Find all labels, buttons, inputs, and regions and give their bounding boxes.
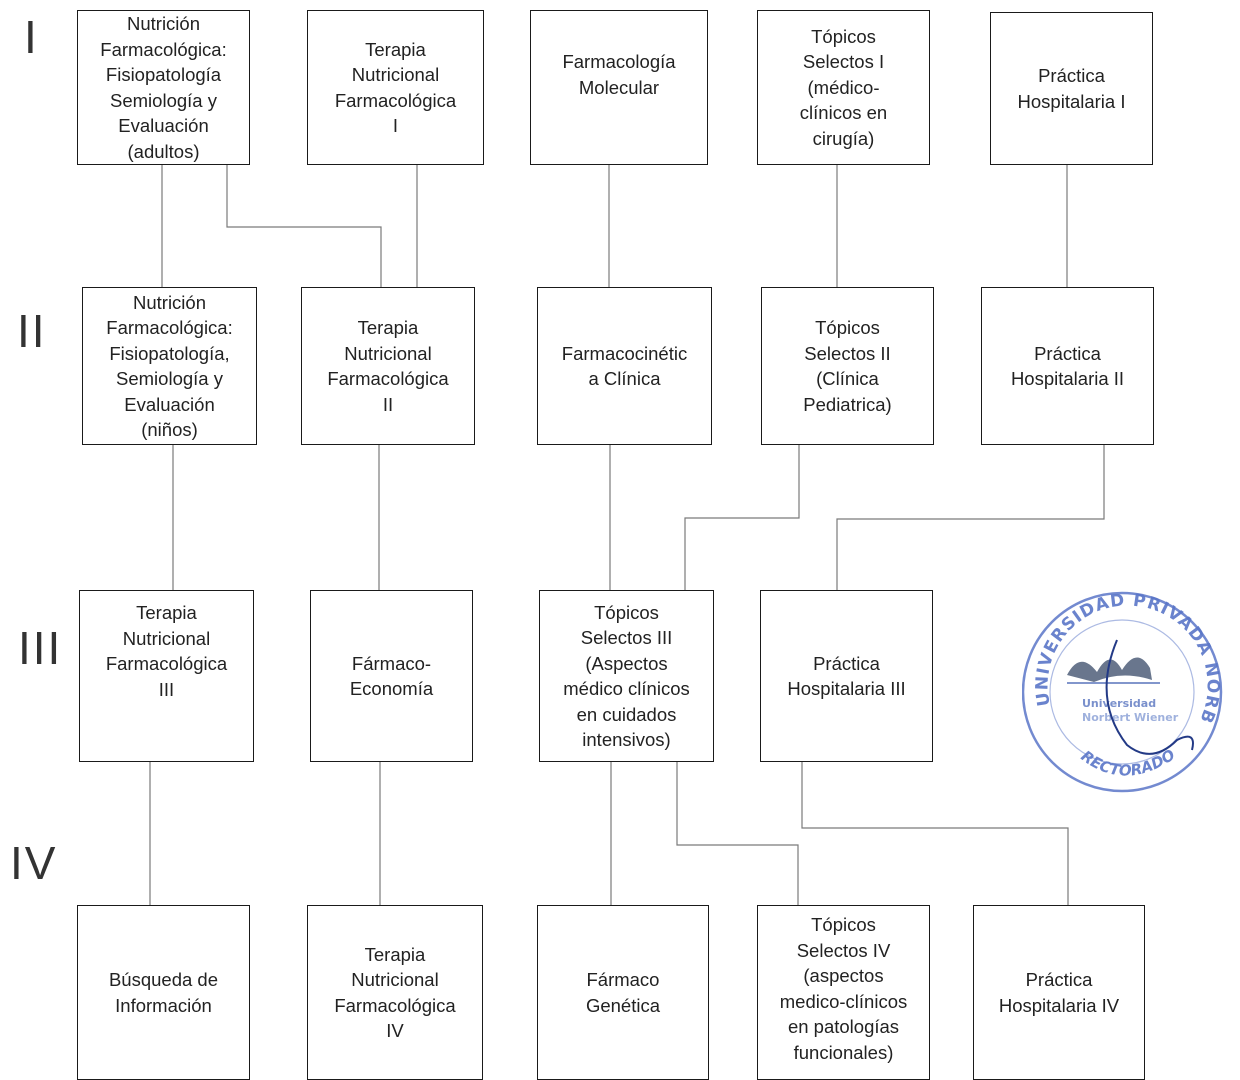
course-box: Búsqueda de Información <box>77 905 250 1080</box>
course-box: Terapia Nutricional Farmacológica III <box>79 590 254 762</box>
level-label-1: I <box>24 11 39 63</box>
course-name: Fármaco Genética <box>585 969 661 1016</box>
course-box: Farmacocinétic a Clínica <box>537 287 712 445</box>
course-box: Práctica Hospitalaria II <box>981 287 1154 445</box>
course-name: Nutrición Farmacológica: Fisiopatología,… <box>106 291 233 441</box>
stamp-center-line2: Norbert Wiener <box>1082 711 1179 724</box>
course-name: Tópicos Selectos I (médico- clínicos en … <box>799 25 888 149</box>
course-name: Tópicos Selectos III (Aspectos médico cl… <box>563 601 690 751</box>
connector <box>684 445 800 590</box>
course-box: Práctica Hospitalaria III <box>760 590 933 762</box>
stamp-bottom-text: RECTORADO <box>1078 745 1179 779</box>
course-box: Tópicos Selectos II (Clínica Pediatrica) <box>761 287 934 445</box>
course-box: Nutrición Farmacológica: Fisiopatología … <box>77 10 250 165</box>
course-name: Terapia Nutricional Farmacológica II <box>327 317 449 415</box>
course-box: Tópicos Selectos III (Aspectos médico cl… <box>539 590 714 762</box>
course-name: Fármaco- Economía <box>349 652 434 700</box>
signature-stroke <box>1105 639 1194 755</box>
course-box: Farmacología Molecular <box>530 10 708 165</box>
university-logo <box>1067 657 1160 684</box>
course-name: Nutrición Farmacológica: Fisiopatología … <box>100 13 227 162</box>
course-name: Práctica Hospitalaria III <box>787 652 906 700</box>
course-box: Terapia Nutricional Farmacológica I <box>307 10 484 165</box>
level-label-3: III <box>18 622 63 674</box>
connector <box>226 164 382 287</box>
course-box: Terapia Nutricional Farmacológica IV <box>307 905 483 1080</box>
course-name: Terapia Nutricional Farmacológica III <box>105 602 228 700</box>
connector <box>836 445 1105 590</box>
course-name: Terapia Nutricional Farmacológica IV <box>334 943 456 1042</box>
course-box: Tópicos Selectos I (médico- clínicos en … <box>757 10 930 165</box>
course-box: Práctica Hospitalaria IV <box>973 905 1145 1080</box>
course-name: Práctica Hospitalaria IV <box>998 969 1120 1016</box>
level-label-2: II <box>17 305 47 357</box>
course-name: Búsqueda de Información <box>108 969 219 1016</box>
course-box: Práctica Hospitalaria I <box>990 12 1153 165</box>
course-box: Terapia Nutricional Farmacológica II <box>301 287 475 445</box>
course-box: Nutrición Farmacológica: Fisiopatología,… <box>82 287 257 445</box>
connector <box>676 761 799 905</box>
course-name: Práctica Hospitalaria I <box>1017 65 1126 112</box>
course-name: Tópicos Selectos IV (aspectos medico-clí… <box>779 914 908 1063</box>
course-name: Farmacología Molecular <box>562 51 676 98</box>
course-name: Tópicos Selectos II (Clínica Pediatrica) <box>803 317 892 415</box>
level-label-4: IV <box>10 837 58 889</box>
course-name: Terapia Nutricional Farmacológica I <box>334 38 457 137</box>
stamp-center-line1: Universidad <box>1082 697 1156 710</box>
university-stamp: UNIVERSIDAD PRIVADA NORBERT WIENER Unive… <box>1022 580 1223 793</box>
connector <box>801 761 1069 905</box>
svg-text:RECTORADO: RECTORADO <box>1078 745 1179 779</box>
course-box: Fármaco- Economía <box>310 590 473 762</box>
course-box: Tópicos Selectos IV (aspectos medico-clí… <box>757 905 930 1080</box>
course-box: Fármaco Genética <box>537 905 709 1080</box>
course-name: Práctica Hospitalaria II <box>1010 342 1125 390</box>
course-name: Farmacocinétic a Clínica <box>561 342 688 390</box>
